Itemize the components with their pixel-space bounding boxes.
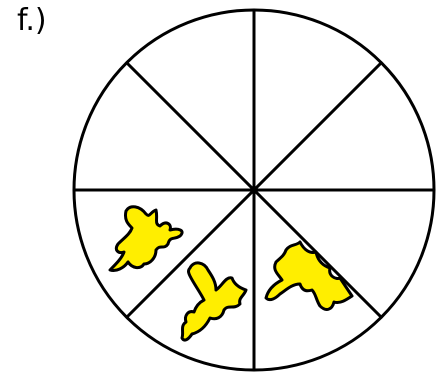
sector-dividers xyxy=(74,10,434,370)
